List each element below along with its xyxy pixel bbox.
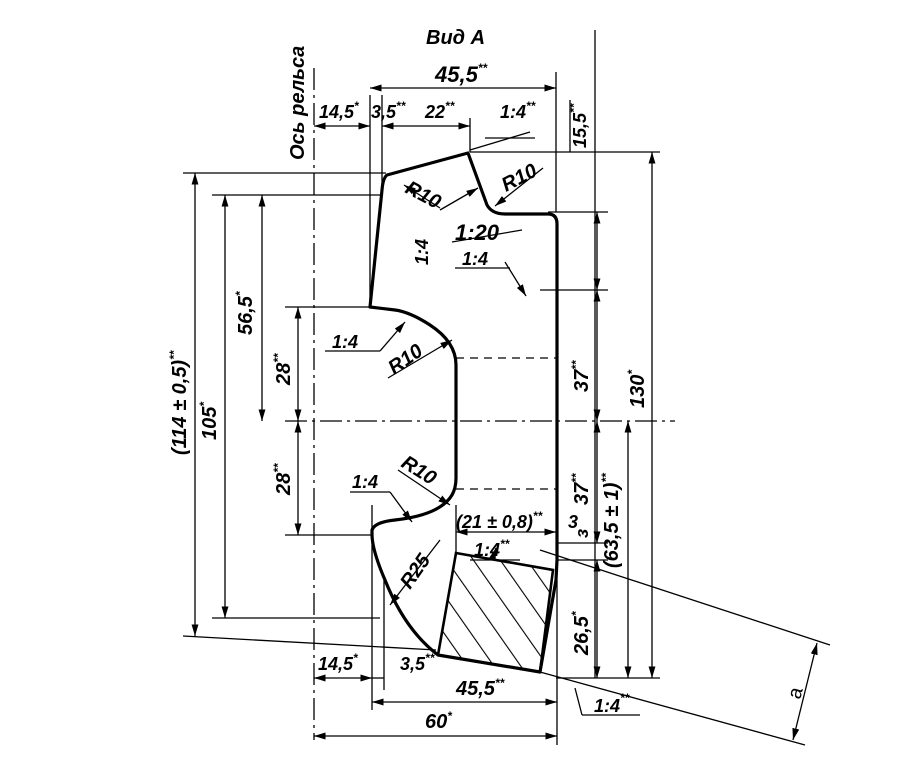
dim-right-height-top: 15,5** (567, 102, 590, 148)
leader-slope-top-diag (469, 131, 531, 151)
leader-r10-mid (387, 339, 453, 379)
slope-1-20-label: 1:20 (455, 220, 500, 245)
dim-slope-top: 1:4** (500, 99, 537, 122)
radius-label-2: R10 (498, 160, 541, 197)
leader-1-4-left-low-diag (389, 491, 413, 523)
dim-bottom-width: 45,5** (455, 676, 506, 700)
dim-105: 105* (197, 401, 221, 440)
dim-63-5: (63,5 ± 1)** (599, 472, 623, 568)
view-title: Вид А (426, 27, 485, 49)
dim-line-a (792, 642, 818, 741)
radius-label-5: R25 (396, 549, 436, 592)
leader-1-4-insert-arrow (488, 547, 497, 561)
dim-small-step-top: 3,5** (371, 99, 407, 122)
dim-top-overall: 45,5** (434, 61, 488, 87)
dim-114: (114 ± 0,5)** (167, 349, 191, 455)
slope-insert-label: 1:4** (474, 537, 511, 560)
slope-vertical-label: 1:4 (412, 239, 432, 265)
ext-line (539, 671, 806, 746)
dim-bottom-overall: 60* (425, 709, 453, 733)
hatched-insert (436, 551, 555, 674)
rail-axis-label: Ось рельса (287, 46, 309, 160)
slope-bottom-right-label: 1:4** (594, 691, 631, 716)
radius-label-3: R10 (384, 340, 427, 379)
leader-vertical-1-4 (439, 187, 479, 211)
leader-r10-top (403, 184, 441, 209)
leader-1-4-inner-diag (504, 261, 527, 297)
dim-26-5: 26,5* (569, 610, 593, 656)
dim-left-offset-top: 14,5* (319, 99, 360, 122)
dim-56-5: 56,5* (233, 290, 257, 335)
dim-a-label: a (784, 684, 808, 701)
leader-r10-right (494, 167, 544, 207)
dim-37-top: 37** (569, 359, 593, 392)
ext-line (182, 635, 437, 651)
leader-1-4-left-mid-diag (379, 321, 406, 352)
dim-37-bottom: 37** (569, 472, 593, 505)
dim-bottom-left-offset: 14,5* (318, 651, 359, 674)
dim-head-width: 22** (424, 99, 456, 122)
dim-28-bottom: 28** (271, 462, 295, 496)
dim-three: 3 (568, 512, 578, 532)
leader-1-20 (451, 229, 523, 243)
leader-r10-low (397, 469, 451, 506)
leader-r25 (389, 539, 441, 606)
profile-outline (368, 151, 559, 674)
leader-1-4-bottom-right-diag (574, 687, 583, 716)
dim-28-top: 28** (271, 352, 295, 386)
dim-130: 130* (625, 369, 649, 408)
slope-inner-label: 1:4 (462, 249, 488, 269)
radius-label-1: R10 (402, 177, 445, 214)
slope-left-mid-label: 1:4 (332, 332, 358, 352)
slope-left-low-label: 1:4 (352, 472, 378, 492)
dim-tolerance-21: (21 ± 0,8)** (456, 509, 544, 532)
dim-three-b: з (572, 529, 592, 538)
ext-line (539, 549, 831, 646)
dim-bottom-step: 3,5** (400, 651, 436, 674)
